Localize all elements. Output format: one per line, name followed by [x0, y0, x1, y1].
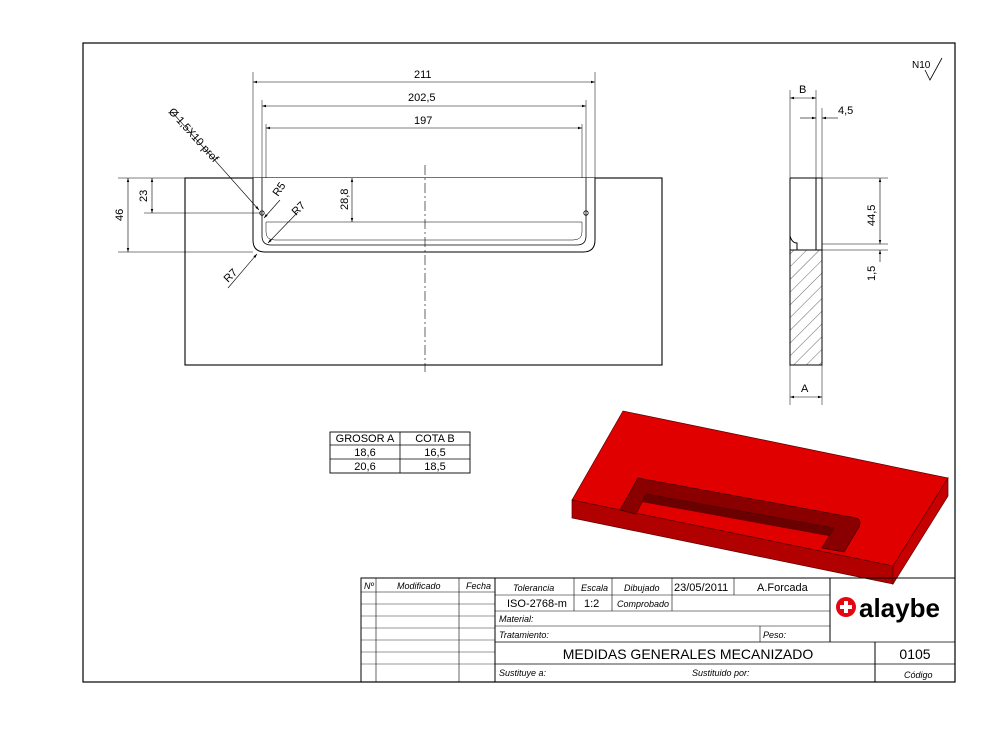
front-view: 211 202,5 197 28,8 46 23 Ø 1,5X10 prof R… [114, 69, 663, 372]
replaces-label: Sustituye a: [499, 668, 547, 678]
title-block: Nº Modificado Fecha Tolerancia ISO-2768-… [360, 577, 956, 683]
cutout-outline [252, 178, 596, 253]
dim-depth: 28,8 [339, 189, 351, 210]
roughness-symbol: N10 [912, 57, 943, 81]
side-section-hatched [789, 249, 823, 366]
table-cell: 18,5 [424, 461, 445, 473]
drawing-code: 0105 [899, 646, 930, 662]
dim-side-bottom: 1,5 [866, 266, 878, 281]
drawn-date: 23/05/2011 [674, 582, 728, 594]
drawn-by: A.Forcada [757, 582, 809, 594]
logo-text: alaybe [859, 593, 940, 623]
dim-height-partial: 23 [138, 190, 150, 202]
thickness-table: GROSOR A COTA B 18,6 16,5 20,6 18,5 [329, 431, 471, 474]
table-cell: 16,5 [424, 447, 445, 459]
dim-overall-width: 211 [414, 69, 432, 81]
cutout-step-line [265, 222, 583, 241]
table-cell: 20,6 [354, 461, 375, 473]
dim-b: B [799, 84, 806, 96]
rev-header-modified: Modificado [397, 581, 441, 591]
radius-r7-outer: R7 [222, 267, 240, 285]
roughness-label: N10 [912, 60, 931, 71]
dim-a: A [801, 383, 809, 395]
table-cell: 18,6 [354, 447, 375, 459]
table-header-grosor: GROSOR A [336, 433, 395, 445]
code-label: Código [904, 670, 933, 680]
hole-right [583, 210, 589, 216]
scale-label: Escala [581, 583, 608, 593]
tolerance-value: ISO-2768-m [507, 598, 567, 610]
rev-header-date: Fecha [466, 581, 491, 591]
replaced-by-label: Sustituido por: [692, 668, 750, 678]
dim-height-total: 46 [114, 209, 126, 221]
company-logo: alaybe [836, 593, 940, 623]
dim-step: 4,5 [838, 105, 853, 117]
side-view: B 4,5 44,5 1,5 A [789, 84, 888, 405]
drawn-label: Dibujado [624, 583, 660, 593]
tolerance-label: Tolerancia [513, 583, 554, 593]
rev-header-no: Nº [364, 581, 374, 591]
weight-label: Peso: [763, 630, 787, 640]
treatment-label: Tratamiento: [499, 630, 549, 640]
cutout-inner-line [261, 178, 587, 246]
table-header-cota: COTA B [415, 433, 455, 445]
dim-inner-width: 197 [414, 115, 432, 127]
render-3d [571, 410, 949, 586]
hole-note: Ø 1,5X10 prof [166, 106, 221, 166]
checked-label: Comprobado [617, 599, 669, 609]
drawing-title: MEDIDAS GENERALES MECANIZADO [563, 646, 814, 662]
material-label: Material: [499, 614, 534, 624]
dim-mid-width: 202,5 [408, 92, 436, 104]
dim-side-height: 44,5 [866, 205, 878, 226]
scale-value: 1:2 [584, 598, 599, 610]
